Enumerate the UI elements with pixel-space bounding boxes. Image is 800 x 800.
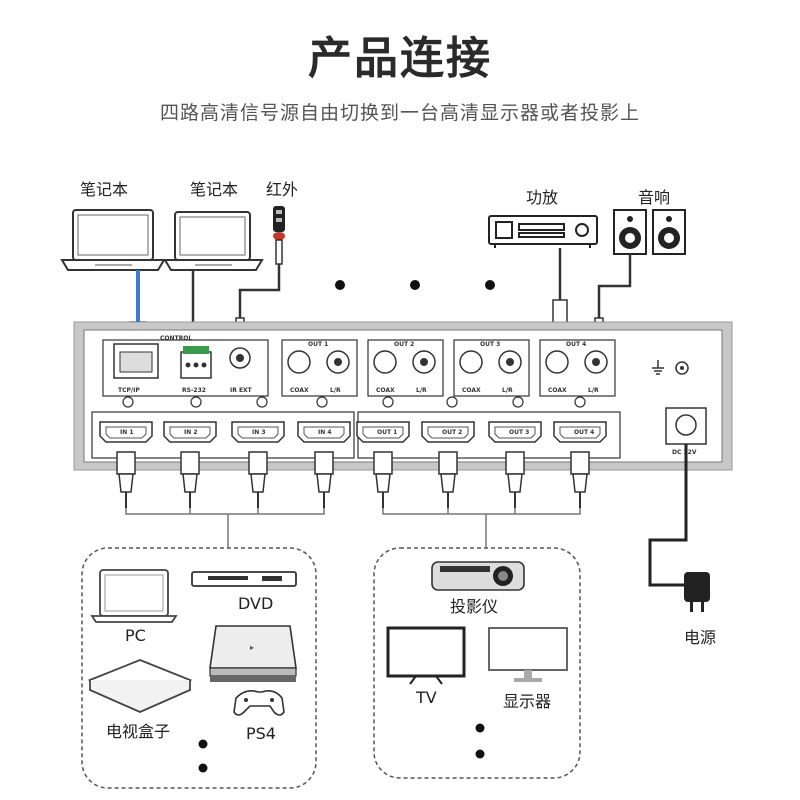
svg-text:▸: ▸ — [250, 643, 254, 652]
pc-label: PC — [125, 626, 146, 645]
hdmi-port-label: IN 3 — [252, 429, 266, 436]
ps4-label: PS4 — [246, 724, 276, 743]
hdmi-port-out-2: OUT 2 — [421, 421, 475, 508]
hdmi-port-label: OUT 1 — [377, 429, 397, 436]
ellipsis-dots-sources — [198, 739, 208, 773]
hdmi-port-out-3: OUT 3 — [488, 421, 542, 508]
tv-label: TV — [416, 688, 437, 707]
power-label: 电源 — [684, 628, 717, 647]
coax-text-3: COAX — [462, 387, 481, 394]
irext-text: IR EXT — [230, 387, 253, 394]
stb-label: 电视盒子 — [106, 722, 171, 741]
control-text: CONTROL — [160, 335, 192, 342]
power-adapter-icon — [684, 572, 710, 612]
laptop1-label: 笔记本 — [80, 180, 129, 199]
gamepad-icon — [233, 690, 285, 716]
pc-icon — [90, 569, 178, 623]
projector-label: 投影仪 — [450, 597, 499, 616]
dvd-icon — [191, 571, 297, 587]
lr-text-1: L/R — [330, 387, 341, 394]
laptop2-icon — [163, 211, 264, 271]
ir-cable — [238, 264, 281, 336]
tv-box-icon — [87, 659, 193, 713]
out-group-3: OUT 3 — [480, 341, 500, 348]
amplifier-icon — [488, 215, 598, 248]
hdmi-port-label: OUT 3 — [509, 429, 529, 436]
hdmi-port-out-4: OUT 4 — [553, 421, 607, 508]
laptop2-label: 笔记本 — [190, 180, 239, 199]
lr-text-3: L/R — [502, 387, 513, 394]
hdmi-port-in-4: IN 4 — [297, 421, 351, 508]
page-subtitle: 四路高清信号源自由切换到一台高清显示器或者投影上 — [159, 102, 640, 124]
ir-label: 红外 — [266, 180, 299, 199]
speaker-label: 音响 — [638, 188, 671, 207]
coax-text-2: COAX — [376, 387, 395, 394]
hdmi-port-in-2: IN 2 — [163, 421, 217, 508]
power-cable — [648, 444, 690, 587]
source-group-box — [81, 547, 317, 789]
dvd-label: DVD — [238, 594, 274, 613]
ellipsis-dots-top — [335, 280, 495, 290]
ir-receiver-icon — [273, 206, 285, 265]
display-group-box — [373, 547, 581, 779]
ellipsis-dots-displays — [475, 723, 485, 759]
lr-cable — [597, 254, 632, 336]
hdmi-port-out-1: OUT 1 — [356, 421, 410, 508]
ps4-console-icon: ▸ — [209, 625, 297, 682]
monitor-icon — [488, 627, 568, 682]
amp-label: 功放 — [526, 188, 559, 207]
switcher-rear-panel — [73, 321, 733, 471]
out-group-1: OUT 1 — [308, 341, 328, 348]
hdmi-port-label: IN 1 — [120, 429, 134, 436]
hdmi-port-in-3: IN 3 — [231, 421, 285, 508]
lr-text-4: L/R — [588, 387, 599, 394]
lr-text-2: L/R — [416, 387, 427, 394]
rs232-text: RS-232 — [182, 387, 206, 394]
tv-icon — [386, 626, 466, 685]
speaker-icon — [613, 209, 686, 255]
hdmi-port-label: IN 4 — [318, 429, 332, 436]
cable-bus — [125, 508, 581, 548]
tcp-text: TCP/IP — [118, 387, 140, 394]
hdmi-ports: IN 1 IN 2 IN 3 IN 4 OUT 1 OUT 2 OUT 3 OUT 4 — [99, 421, 607, 508]
out-group-2: OUT 2 — [394, 341, 414, 348]
hdmi-port-in-1: IN 1 — [99, 421, 153, 508]
monitor-label: 显示器 — [503, 692, 552, 711]
coax-text-4: COAX — [548, 387, 567, 394]
hdmi-port-label: OUT 4 — [574, 429, 594, 436]
coax-text-1: COAX — [290, 387, 309, 394]
hdmi-port-label: OUT 2 — [442, 429, 462, 436]
dc-text: DC 12V — [672, 449, 697, 456]
out-group-4: OUT 4 — [566, 341, 586, 348]
laptop1-icon — [60, 209, 166, 271]
hdmi-port-label: IN 2 — [184, 429, 198, 436]
projector-icon — [431, 561, 525, 591]
page-title: 产品连接 — [308, 33, 492, 84]
